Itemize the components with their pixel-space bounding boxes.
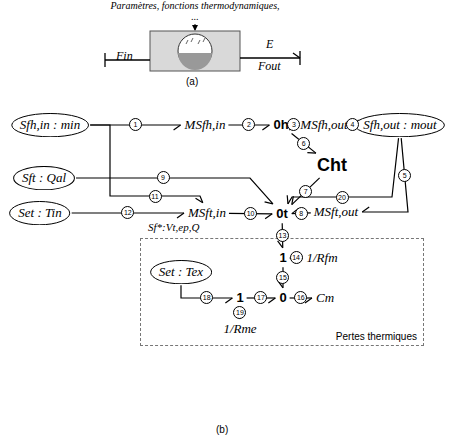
bond-element: 0 (277, 290, 288, 306)
bond (90, 125, 203, 203)
bond-element: Cht (315, 155, 349, 177)
element-label: MSfh,out (300, 118, 347, 132)
bond-element: 1/Rfm (304, 250, 339, 266)
element-label: MSft,out (314, 205, 358, 219)
bond-element: 0t (274, 206, 290, 222)
bond-number: 6 (297, 137, 310, 150)
bond-number: 10 (244, 207, 257, 220)
system-box (150, 31, 240, 71)
bond-number: 9 (157, 171, 170, 184)
source-ellipse: Sfh,in : min (11, 113, 89, 137)
annotation: Sf*:Vt,ep,Q (148, 221, 199, 233)
bond-element: MSft,out (312, 204, 360, 220)
element-label: 1/Rme (223, 322, 256, 336)
source-ellipse: Set : Tex (150, 260, 212, 284)
bond-number: 19 (233, 306, 246, 319)
source-ellipse: Sfh,out : mout (354, 113, 445, 137)
element-label: 0h (273, 118, 288, 132)
element-label: Set : Tin (18, 206, 61, 220)
bond-number: 20 (336, 191, 349, 204)
element-label: Sfh,out : mout (363, 118, 436, 132)
element-label: 0t (276, 207, 288, 221)
bond (292, 134, 316, 154)
causal-stroke (104, 53, 105, 67)
element-label: Set : Tex (159, 265, 203, 279)
bond (292, 178, 320, 205)
bond-number: 4 (346, 118, 359, 131)
figure-caption: (b) (216, 424, 228, 435)
element-label: 1 (279, 251, 286, 265)
bond-number: 7 (299, 185, 312, 198)
annotation: Fout (258, 60, 281, 73)
half-arrow (293, 53, 300, 58)
bond-element: MSfh,out (298, 117, 349, 133)
region-title: Pertes thermiques (336, 331, 417, 342)
bond-element: Cm (314, 290, 336, 306)
source-ellipse: Sft : Qal (13, 166, 75, 190)
source-ellipse: Set : Tin (9, 201, 70, 225)
bond-number: 5 (398, 169, 411, 182)
dashed-region: Pertes thermiques 1 1/Rfm 0 Cm Set : Tex 1 1/Rm… (140, 238, 424, 346)
bond-number: 15 (276, 271, 289, 284)
bond-number: 8 (295, 207, 308, 220)
figure-caption: (a) (186, 76, 198, 87)
parameter-arrow (195, 24, 196, 30)
element-label: Cht (317, 156, 347, 176)
bond-number: 3 (287, 118, 300, 131)
bond-element: 1 (277, 250, 288, 266)
annotation: Paramètres, fonctions thermodynamiques, … (110, 0, 280, 22)
bond-number: 1 (129, 118, 142, 131)
element-label: Sft : Qal (22, 171, 66, 185)
bond-number: 18 (200, 291, 213, 304)
element-label: 0 (279, 291, 286, 305)
bond-number: 2 (242, 118, 255, 131)
outlet-bond (240, 57, 300, 58)
bond-element: MSft,in (186, 205, 228, 221)
element-label: 1/Rfm (306, 251, 337, 265)
bond (76, 178, 273, 204)
vapour-marks (186, 38, 205, 44)
bond-number: 14 (290, 251, 303, 264)
element-label: MSfh,in (185, 118, 226, 132)
bond-element: MSfh,in (183, 117, 228, 133)
bond-number: 12 (121, 206, 134, 219)
element-label: 1 (236, 291, 243, 305)
bond-number: 17 (254, 291, 267, 304)
element-label: Cm (316, 291, 334, 305)
bond-number: 11 (149, 190, 162, 203)
element-label: MSft,in (188, 206, 226, 220)
bond-element: 1/Rme (221, 321, 258, 337)
annotation: E (266, 38, 273, 51)
annotation: Fin (116, 50, 133, 63)
bond-number: 13 (276, 229, 289, 242)
vessel-liquid (178, 53, 212, 70)
bond-element: 1 (234, 290, 245, 306)
element-label: Sfh,in : min (20, 118, 80, 132)
